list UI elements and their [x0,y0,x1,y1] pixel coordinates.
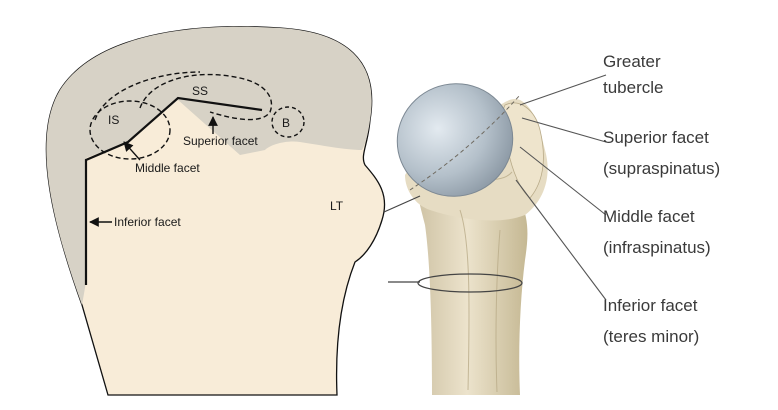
inferior-facet-r-label-2: (teres minor) [603,327,699,346]
superior-facet-r-label-2: (supraspinatus) [603,159,720,178]
label-b: B [282,116,290,130]
leader-superior-facet [521,117,607,143]
middle-facet-label: Middle facet [135,161,200,175]
inferior-facet-r-label-1: Inferior facet [603,296,698,315]
surgical-neck-ring [417,273,523,293]
label-ss: SS [192,84,208,98]
inferior-facet-label: Inferior facet [114,215,181,229]
lt-connector [383,195,421,213]
right-illustration: Greater tubercle Superior facet (suprasp… [383,52,720,395]
ss-region-top [94,71,201,121]
b-region [271,106,305,138]
leader-greater-tubercle [519,74,607,106]
greater-tubercle-label-1: Greater [603,52,661,71]
middle-facet-r-label-2: (infraspinatus) [603,238,711,257]
greater-tubercle-label-2: tubercle [603,78,663,97]
label-is: IS [108,113,119,127]
ss-region [139,73,273,121]
anatomical-neck [409,94,521,191]
superior-facet-r-label-1: Superior facet [603,128,709,147]
middle-facet-arrow [123,141,141,161]
leader-inferior-facet [515,179,607,301]
articular-head [46,26,372,305]
middle-facet-r-label-1: Middle facet [603,207,695,226]
left-schematic: SS IS B LT Superior facet Middle facet I… [45,26,386,396]
label-lt: LT [330,199,344,213]
superior-facet-label: Superior facet [183,134,258,148]
articular-cartilage [396,83,514,197]
is-region [89,100,171,160]
leader-middle-facet [519,146,607,216]
